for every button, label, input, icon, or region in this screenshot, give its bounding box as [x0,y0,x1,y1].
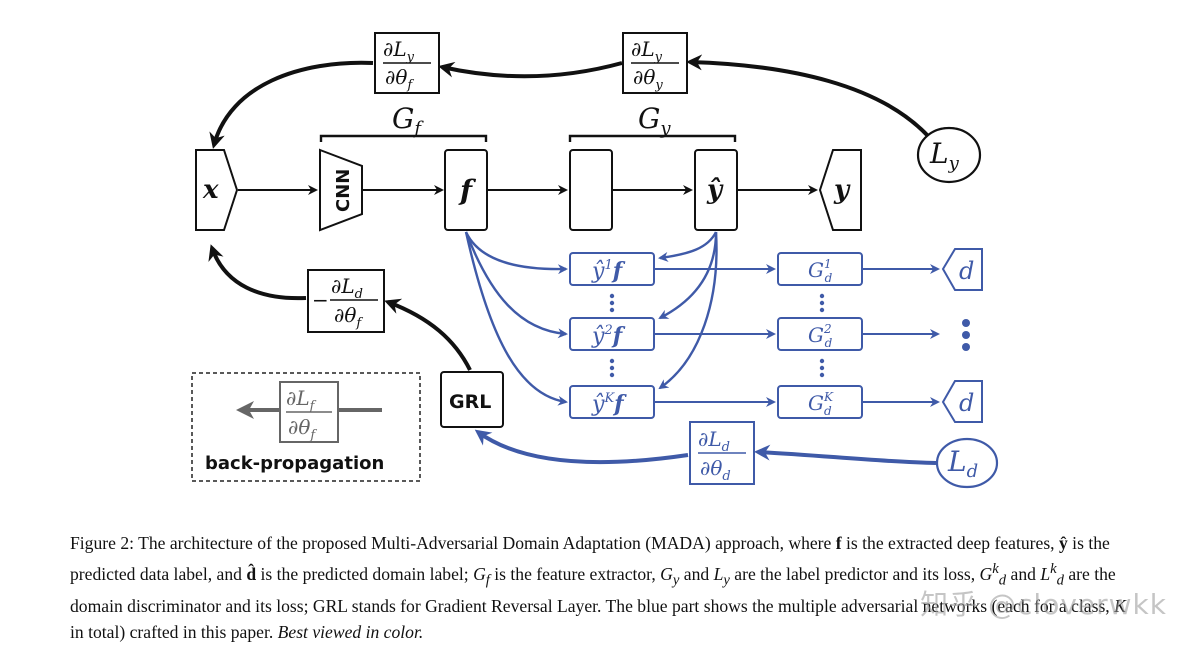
grad-dly-dthetay-num: ∂Ly [631,37,663,65]
discriminator-2-box [777,317,863,351]
weighted-feature-k-label: ŷKf [591,391,627,417]
input-x-label: x [202,175,219,205]
backprop-grad-to-x [208,244,307,301]
grad-dly-dthetaf-den: ∂θf [385,65,414,93]
backprop-grad-to-grl [474,429,689,465]
backprop-grl-to-grad [384,298,472,371]
backprop-gy-to-gf [438,61,623,79]
weighted-feature-2-box [569,317,655,351]
loss-ld-node [935,437,999,489]
feature-f-node [444,149,488,231]
grad-neg-dld-den: ∂θf [334,303,363,331]
pred-y-hat-node [694,149,738,231]
grad-neg-dld-dthetaf-box [307,269,385,333]
domain-output-ellipsis [962,319,970,351]
domain-output-k-node [941,380,983,423]
domain-output-k-label: d [959,389,974,417]
grad-dld-dthetad-num: ∂Ld [698,427,730,455]
weighted-feature-1-box [569,252,655,286]
grl-label: GRL [449,391,491,413]
grad-dly-dthetay-den: ∂θy [633,65,663,93]
label-y-node [818,149,862,231]
legend-num: ∂Lf [286,386,317,414]
weighted-feature-1-label: ŷ1f [591,258,626,284]
pred-y-hat-label: ŷ [706,175,724,205]
grad-dly-dthetaf-num: ∂Ly [383,37,415,65]
grad-neg-sign: − [312,288,329,312]
gf-bracket [319,134,488,142]
gy-bracket [568,134,737,142]
discriminator-k-box [777,385,863,419]
domain-output-1-node [941,248,983,291]
figure-caption: Figure 2: The architecture of the propos… [70,533,1126,643]
backprop-ly-to-gy [686,54,930,138]
gy-bracket-label: Gy [638,102,671,139]
backprop-ld-to-grad [754,444,937,465]
legend-backprop: ∂Lf ∂θf back-propagation [191,372,421,482]
legend-den: ∂θf [288,415,317,443]
gf-bracket-label: Gf [392,102,424,139]
label-y-label: y [833,175,851,205]
cnn-node [319,148,363,232]
legend-label: back-propagation [205,453,384,474]
gy-hidden-layer-node [569,149,613,231]
discriminator-1-box [777,252,863,286]
vertical-ellipsis-discriminators [819,293,825,378]
grl-node [440,371,504,428]
grad-neg-dld-num: ∂Ld [331,274,363,302]
loss-ly-node [916,126,982,184]
watermark: 知乎 @cloverwkk [920,588,1167,621]
domain-output-1-label: d [959,257,974,285]
cnn-label: CNN [333,169,354,212]
weighted-feature-2-label: ŷ2f [591,323,626,349]
weighted-feature-k-box [569,385,655,419]
loss-ld-label: Ld [947,445,978,482]
input-x-node [195,149,239,231]
loss-ly-label: Ly [929,137,960,174]
vertical-ellipsis-features [609,293,615,378]
mada-architecture-figure: Gf Gy x CNN f ŷ y Ly ∂Ly ∂θy ∂Ly ∂θf − [191,32,999,489]
backprop-gf-to-x [209,60,374,149]
grad-dld-dthetad-den: ∂θd [700,456,731,484]
